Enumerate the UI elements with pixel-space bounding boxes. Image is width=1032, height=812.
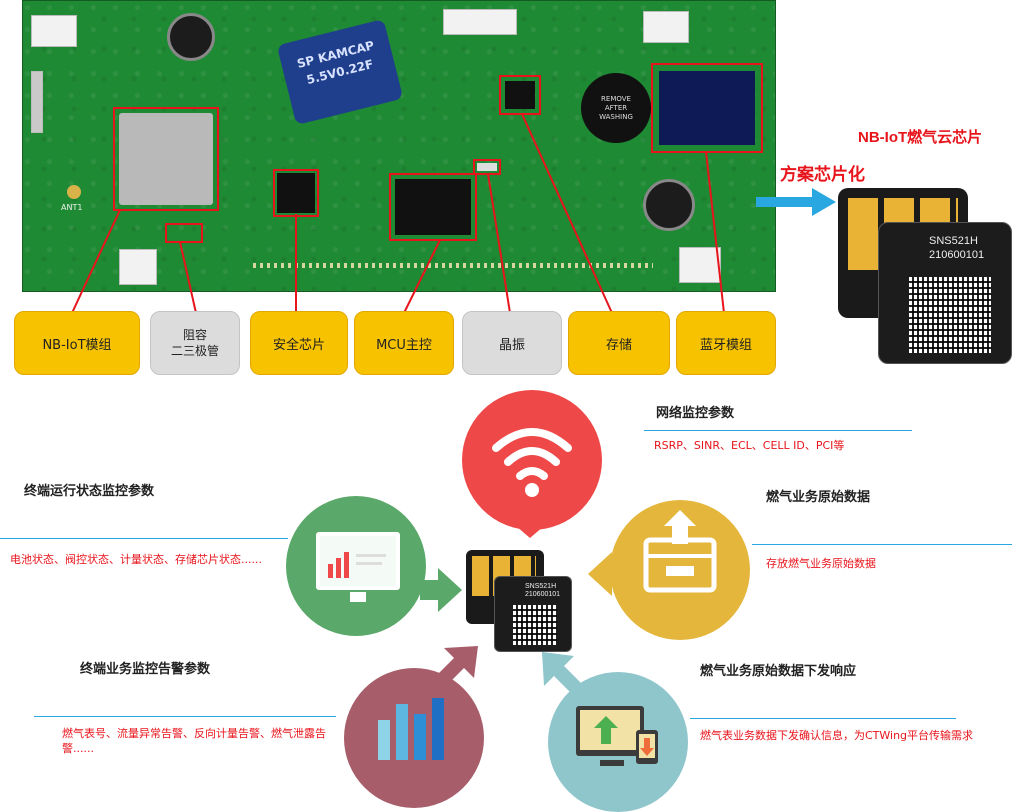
label-rc-line1: 阻容 bbox=[182, 328, 207, 342]
rc-highlight bbox=[165, 223, 203, 243]
connector-top-left bbox=[31, 15, 77, 47]
terminal-alarm-detail: 燃气表号、流量异常告警、反向计量告警、燃气泄露告警...... bbox=[62, 727, 326, 755]
pin-header-left bbox=[31, 71, 43, 133]
label-nbiot-module: NB-IoT模组 bbox=[14, 311, 140, 375]
storage-chip bbox=[505, 81, 535, 109]
buzzer-label-1: REMOVE bbox=[601, 95, 631, 103]
arrow-right-monitor bbox=[420, 568, 462, 612]
label-rc-line2: 二三极管 bbox=[170, 344, 219, 358]
connector-top-right bbox=[643, 11, 689, 43]
chipification-arrow bbox=[756, 188, 836, 216]
terminal-status-underline bbox=[0, 538, 288, 539]
label-mcu: MCU主控 bbox=[354, 311, 454, 375]
network-underline bbox=[644, 430, 912, 431]
gas-raw-detail: 存放燃气业务原始数据 bbox=[766, 557, 876, 570]
storage-highlight bbox=[499, 75, 541, 115]
leader-rc bbox=[179, 241, 197, 314]
leader-mcu bbox=[403, 239, 441, 314]
cloud-chip-front: SNS521H 210600101 bbox=[878, 222, 1012, 364]
screen-arrow-icon bbox=[576, 706, 658, 766]
antenna-label: ANT1 bbox=[61, 203, 83, 212]
center-chip-serial: 210600101 bbox=[525, 591, 561, 598]
center-chip-qr bbox=[513, 605, 557, 645]
bars-circle bbox=[344, 668, 484, 808]
gas-downlink-underline bbox=[690, 718, 956, 719]
terminal-alarm-underline bbox=[34, 716, 336, 717]
antenna-connector bbox=[67, 185, 81, 199]
connector-bottom-right bbox=[679, 247, 721, 283]
crystal-highlight bbox=[473, 159, 501, 175]
mcu-chip bbox=[395, 179, 471, 235]
monitor-circle bbox=[286, 496, 426, 636]
label-security-text: 安全芯片 bbox=[272, 337, 325, 353]
cloud-chip-title: NB-IoT燃气云芯片 bbox=[858, 129, 983, 146]
center-chip-model: SNS521H bbox=[525, 583, 557, 590]
arrow-up-left-download bbox=[542, 652, 584, 696]
crystal-chip bbox=[477, 163, 497, 171]
label-nbiot-text: NB-IoT模组 bbox=[42, 337, 112, 353]
wifi-icon bbox=[492, 428, 572, 497]
label-bluetooth-text: 蓝牙模组 bbox=[699, 337, 752, 353]
label-storage: 存储 bbox=[568, 311, 670, 375]
bluetooth-chip bbox=[659, 71, 755, 145]
capacitor-top bbox=[167, 13, 215, 61]
download-circle bbox=[548, 672, 688, 812]
nbiot-highlight bbox=[113, 107, 219, 211]
monitor-icon bbox=[316, 532, 400, 602]
leader-lines bbox=[71, 113, 725, 314]
chip-serial: 210600101 bbox=[929, 249, 985, 261]
bar-chart-icon bbox=[378, 698, 444, 760]
arrow-down-wifi bbox=[502, 500, 558, 538]
arrow-left-box bbox=[588, 552, 630, 596]
label-bluetooth: 蓝牙模组 bbox=[676, 311, 776, 375]
terminal-alarm-title: 终端业务监控告警参数 bbox=[80, 662, 211, 677]
connector-top-middle bbox=[443, 9, 517, 35]
arrow-up-right-bars bbox=[434, 646, 478, 688]
security-chip bbox=[277, 173, 315, 213]
buzzer-label-3: WASHING bbox=[599, 113, 633, 121]
label-rc: 阻容 二三极管 bbox=[150, 311, 240, 375]
connector-bottom-left bbox=[119, 249, 157, 285]
label-mcu-text: MCU主控 bbox=[376, 337, 432, 353]
leader-nbiot bbox=[71, 209, 121, 314]
chipification-text: 方案芯片化 bbox=[780, 165, 865, 184]
chip-qr-code bbox=[909, 277, 991, 353]
network-detail: RSRP、SINR、ECL、CELL ID、PCI等 bbox=[654, 439, 845, 452]
pcb-board: SP KAMCAP 5.5V0.22F REMOVE AFTER WASHING… bbox=[22, 0, 776, 292]
box-circle bbox=[610, 500, 750, 640]
gas-downlink-detail: 燃气表业务数据下发确认信息，为CTWing平台传输需求 bbox=[700, 729, 974, 742]
gas-raw-title: 燃气业务原始数据 bbox=[766, 490, 871, 505]
gas-downlink-title: 燃气业务原始数据下发响应 bbox=[700, 664, 857, 679]
label-crystal: 晶振 bbox=[462, 311, 562, 375]
center-chip-front: SNS521H 210600101 bbox=[494, 576, 572, 652]
buzzer: REMOVE AFTER WASHING bbox=[581, 73, 651, 143]
nbiot-module-chip bbox=[119, 113, 213, 205]
label-security-chip: 安全芯片 bbox=[250, 311, 348, 375]
buzzer-label-2: AFTER bbox=[604, 104, 628, 112]
label-crystal-text: 晶振 bbox=[498, 337, 525, 353]
terminal-status-title: 终端运行状态监控参数 bbox=[24, 484, 155, 499]
terminal-status-detail: 电池状态、阀控状态、计量状态、存储芯片状态...... bbox=[10, 553, 262, 566]
leader-storage bbox=[521, 113, 613, 314]
chip-model: SNS521H bbox=[929, 235, 978, 247]
mcu-highlight bbox=[389, 173, 477, 241]
leader-crystal bbox=[487, 173, 511, 314]
upload-box-icon bbox=[643, 510, 717, 593]
label-storage-text: 存储 bbox=[605, 337, 632, 353]
network-title: 网络监控参数 bbox=[656, 406, 735, 421]
capacitor-right bbox=[643, 179, 695, 231]
leader-bluetooth bbox=[705, 151, 725, 314]
pin-row bbox=[253, 263, 653, 268]
gas-raw-underline bbox=[752, 544, 1012, 545]
